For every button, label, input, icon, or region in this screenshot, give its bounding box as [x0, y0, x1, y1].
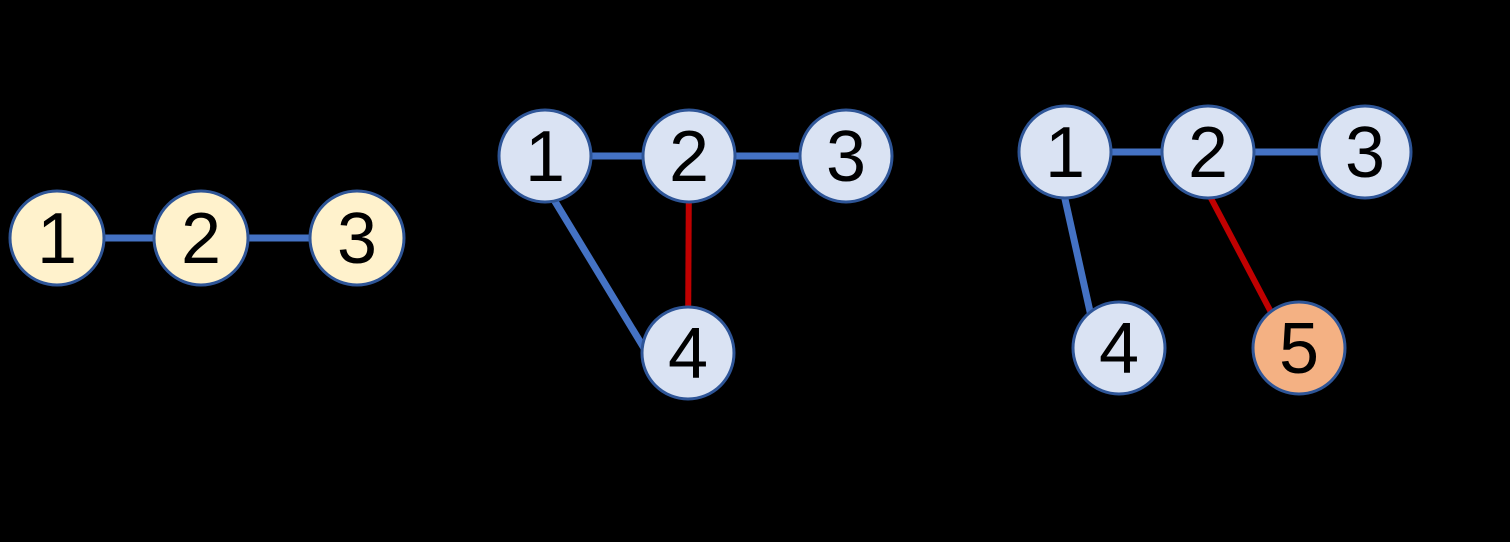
node-right-2-label: 2 [1188, 113, 1228, 193]
node-left-2: 2 [152, 189, 250, 287]
node-middle-3-circle [798, 108, 894, 204]
node-right-5-label: 5 [1279, 309, 1319, 389]
node-right-4-label: 4 [1099, 309, 1139, 389]
node-right-5-circle [1251, 300, 1347, 396]
graph-middle: 1 2 3 4 [497, 108, 894, 401]
node-middle-1: 1 [497, 108, 593, 204]
graph-left: 1 2 3 [8, 189, 406, 287]
node-middle-4: 4 [640, 305, 736, 401]
node-right-1-circle [1017, 104, 1113, 200]
node-middle-2-label: 2 [669, 117, 709, 197]
node-left-2-circle [152, 189, 250, 287]
edge-right-2-5 [1201, 183, 1285, 335]
edge-right-1-4 [1059, 189, 1097, 326]
node-right-3: 3 [1317, 104, 1413, 200]
node-right-2-circle [1160, 104, 1256, 200]
node-right-5: 5 [1251, 300, 1347, 396]
node-middle-1-circle [497, 108, 593, 204]
node-middle-1-label: 1 [525, 117, 565, 197]
node-middle-3-label: 3 [826, 117, 866, 197]
node-right-3-label: 3 [1345, 113, 1385, 193]
node-left-2-label: 2 [181, 199, 221, 279]
node-right-2: 2 [1160, 104, 1256, 200]
node-right-1: 1 [1017, 104, 1113, 200]
node-right-4: 4 [1071, 300, 1167, 396]
node-middle-3: 3 [798, 108, 894, 204]
node-left-3-label: 3 [337, 199, 377, 279]
node-middle-2: 2 [641, 108, 737, 204]
node-middle-4-label: 4 [668, 314, 708, 394]
node-left-3: 3 [308, 189, 406, 287]
node-right-1-label: 1 [1045, 113, 1085, 193]
graph-right: 1 2 3 4 5 [1017, 104, 1413, 396]
node-left-3-circle [308, 189, 406, 287]
node-left-1: 1 [8, 189, 106, 287]
node-right-3-circle [1317, 104, 1413, 200]
node-left-1-label: 1 [37, 199, 77, 279]
node-right-4-circle [1071, 300, 1167, 396]
node-middle-4-circle [640, 305, 736, 401]
node-middle-2-circle [641, 108, 737, 204]
edge-middle-1-4 [542, 183, 653, 360]
node-left-1-circle [8, 189, 106, 287]
